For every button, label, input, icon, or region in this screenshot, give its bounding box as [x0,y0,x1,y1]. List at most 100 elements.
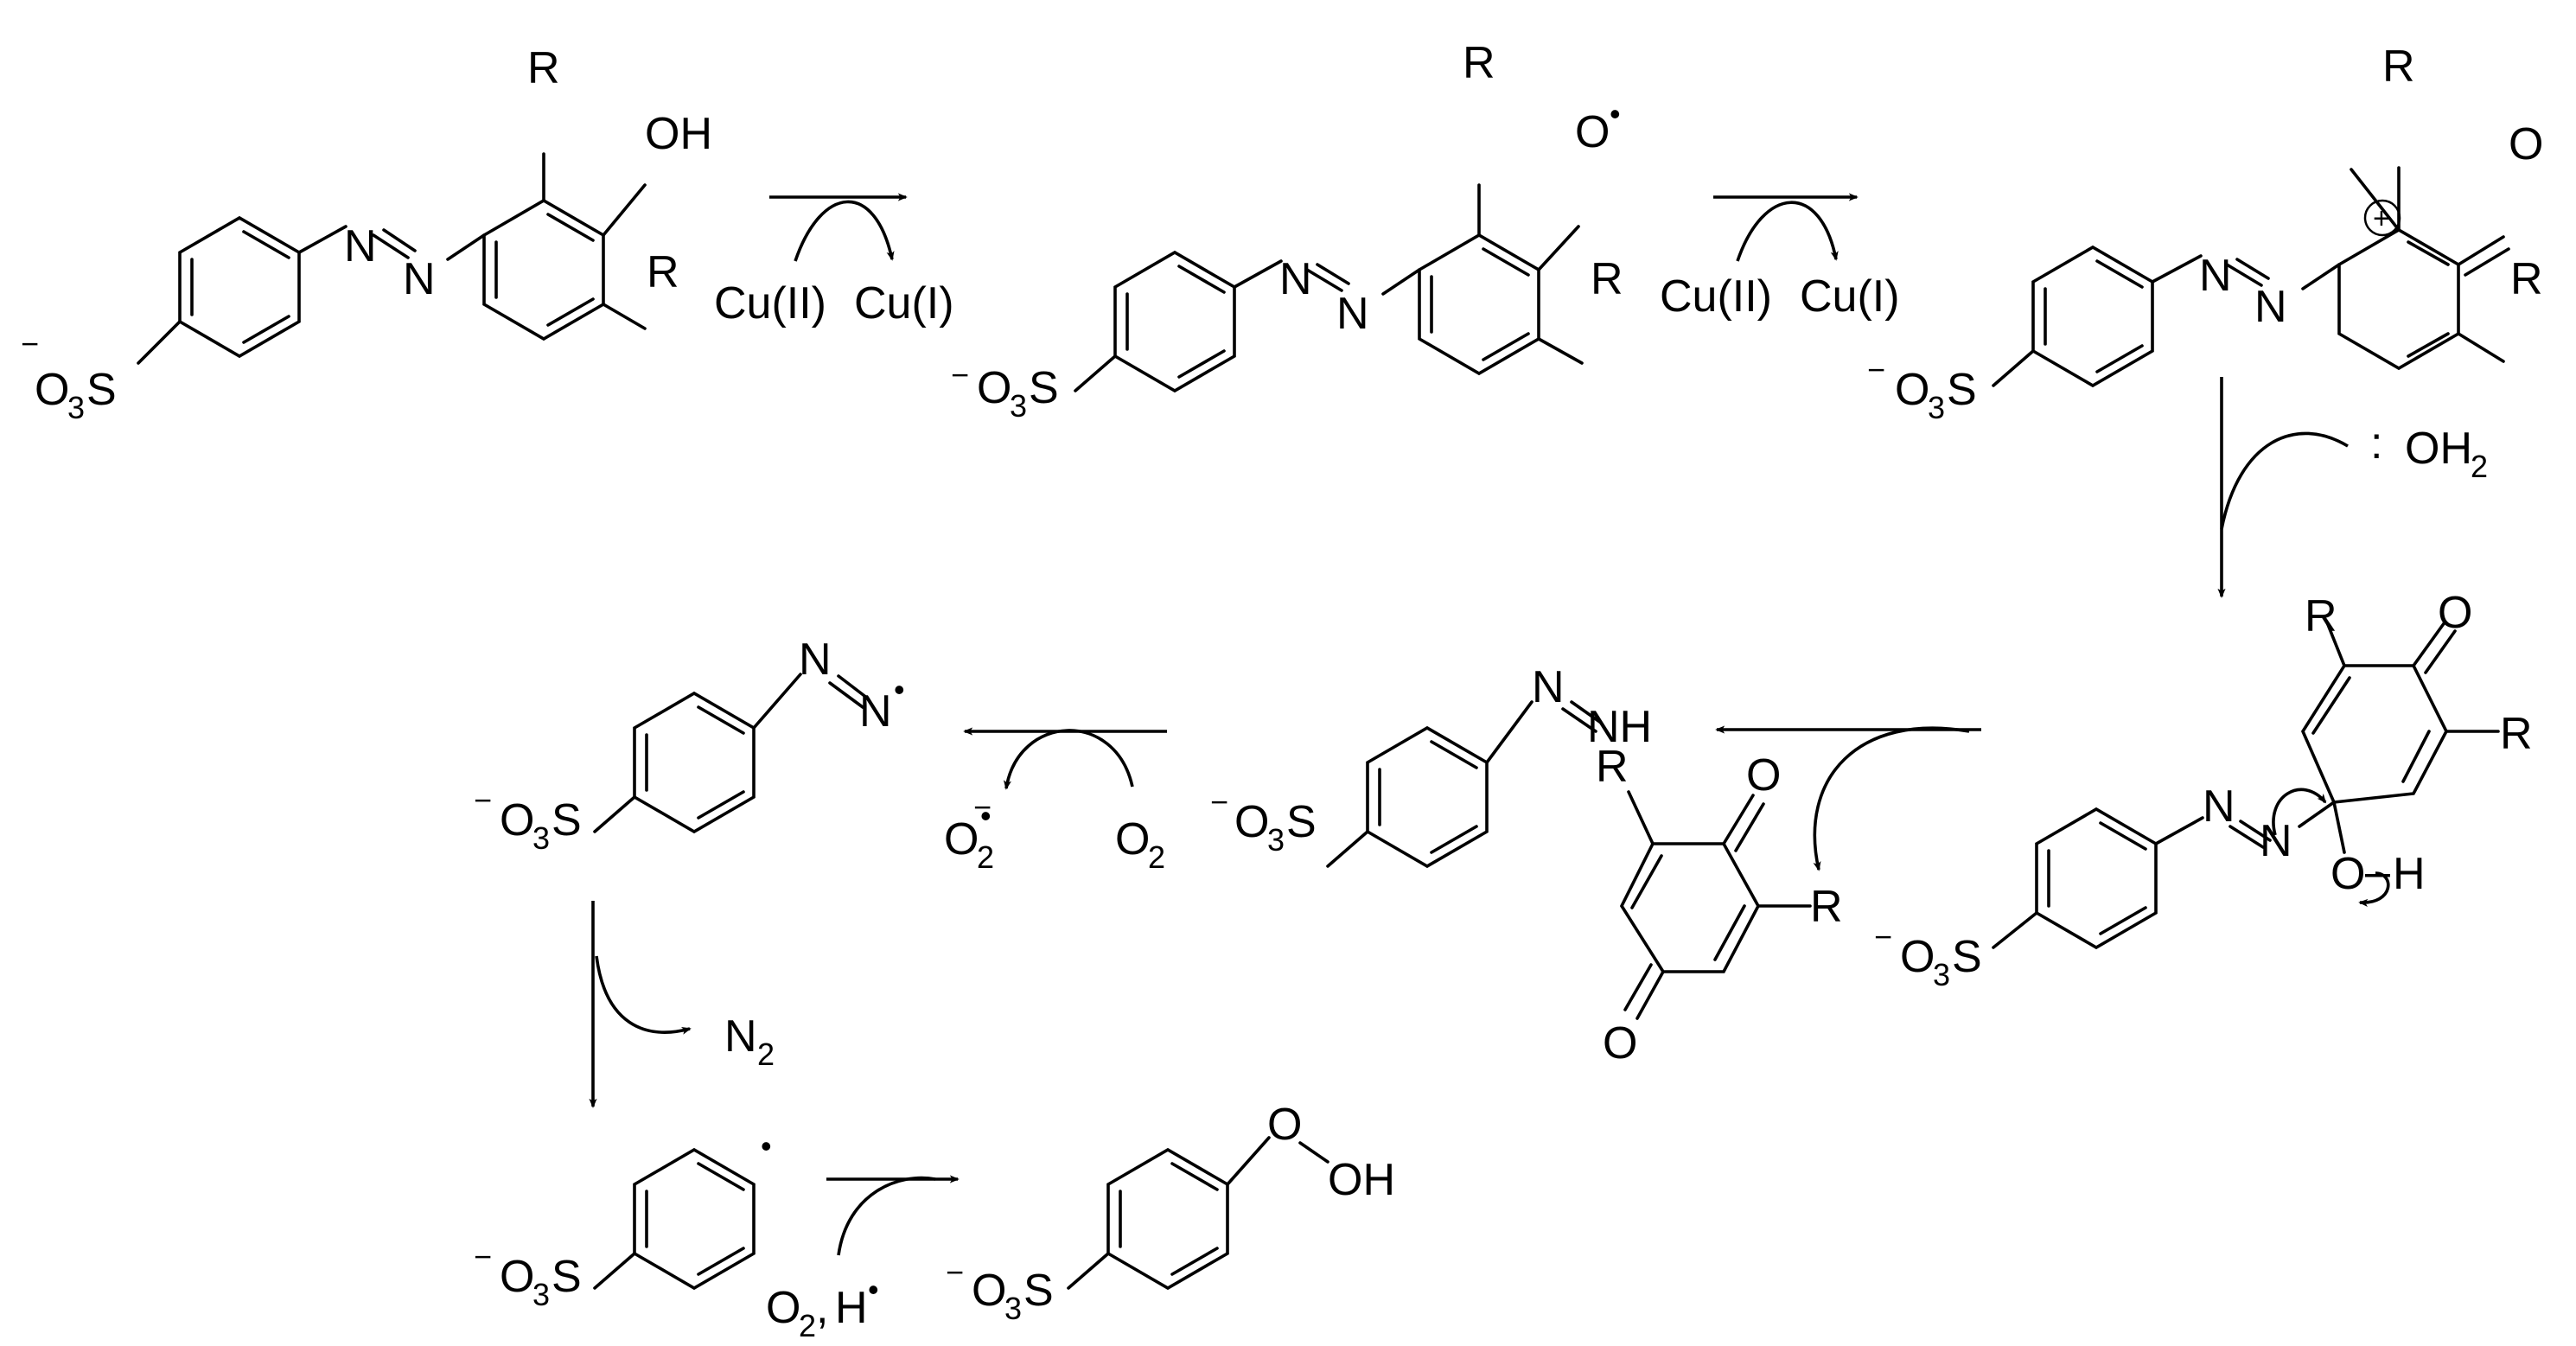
r-group: R [647,247,679,297]
radical-dot: • [894,672,905,707]
nitrogen-gas: N [724,1011,757,1062]
reaction-arrow-4 [1715,725,1981,871]
reagent-oxygen: O [1115,814,1150,864]
phenol-ring [482,198,605,341]
molecule-aryldiazene: N NH − O 3 S [1210,662,1652,869]
carbonyl-oxygen: O [1746,750,1781,801]
bond-dash: – [2365,847,2390,897]
molecule-cyclohexadienone-cation: + N N R O R − O 3 S [1867,41,2543,425]
sulfonate-o: O [1900,932,1935,982]
superoxide-radical-dot: • [980,798,992,833]
hydrogen-radical-dot: • [868,1272,879,1307]
r-group: R [1591,254,1623,304]
charge-minus: − [1867,352,1885,387]
sulfonate-s: S [552,1252,582,1302]
nitrogen-subscript: 2 [757,1037,775,1072]
charge-minus: − [474,1239,492,1274]
sulfonate-s: S [552,795,582,845]
sulfonate-s: S [1286,797,1317,847]
molecule-aryldiazenyl-radical: N N • − O 3 S [474,635,905,856]
azo-nitrogen: N [2260,816,2292,866]
reaction-arrow-3: : OH 2 [2217,377,2488,598]
sulfonate-o: O [977,363,1011,413]
sulfonate-o: O [972,1266,1006,1316]
reaction-arrow-1: Cu(II) Cu(I) [714,193,954,329]
sulfonate-o: O [1895,365,1929,415]
reaction-arrow-6: N 2 [589,901,775,1108]
molecule-aryl-radical: • − O 3 S [474,1128,772,1312]
azo-nitrogen: N [1279,254,1312,304]
sulfonate-s: S [1023,1266,1054,1316]
carbonyl-oxygen: O [1603,1018,1637,1069]
r-group: R [1463,38,1495,88]
azo-nitrogen: N [2254,282,2287,332]
reagent-cu2: Cu(II) [1660,271,1772,322]
sulfonate-subscript: 3 [1004,1291,1022,1326]
charge-minus: − [946,1254,964,1290]
superoxide-charge: − [973,789,992,825]
r-group: R [2510,254,2543,304]
molecule-azophenol: N N R OH R − O 3 S [21,43,712,425]
molecule-water-adduct: N N R O R O – H − O 3 S [1874,588,2533,992]
reaction-arrow-2: Cu(II) Cu(I) [1660,193,1900,322]
sulfonate-subscript: 3 [1010,388,1027,424]
sulfonate-s: S [1947,365,1977,415]
r-group: R [2382,41,2415,92]
hydroperoxy-oh: OH [1328,1155,1395,1205]
r-group: R [527,43,560,93]
sulfonate-s: S [86,365,117,415]
sulfonate-o: O [500,1252,534,1302]
azo-nitrogen: N [1336,289,1369,339]
lone-pair: : [2370,418,2382,469]
reagent-cu1: Cu(I) [1800,271,1900,322]
azo-nitrogen: N [2203,781,2235,832]
charge-minus: − [21,326,39,361]
sulfonate-o: O [500,795,534,845]
superoxide-subscript: 2 [977,839,994,875]
hydroxyl-oxygen: O [2331,849,2365,899]
sulfonate-subscript: 3 [532,1277,550,1312]
reagent-hydrogen: H [835,1283,868,1333]
radical-dot: • [761,1128,772,1164]
phenoxyl-oxygen: O [1575,107,1610,157]
cation-circle [2363,199,2401,237]
hydroxyl-hydrogen: H [2393,849,2426,899]
benzene-ring [178,215,301,359]
charge-minus: − [951,357,969,392]
azo-nitrogen: N [799,635,832,685]
reagent-cu2: Cu(II) [714,278,826,329]
r-group: R [2305,591,2337,641]
sulfonate-s: S [1029,363,1059,413]
sulfonate-subscript: 3 [532,820,550,856]
azo-nitrogen: N [2199,251,2232,301]
oxygen-subscript: 2 [1148,839,1165,875]
molecule-aryl-hydroperoxide: O OH − O 3 S [946,1100,1395,1326]
molecule-benzoquinone: R O R O [1596,742,1843,1069]
sulfonate-o: O [35,365,69,415]
diazene-nh: NH [1587,702,1652,752]
carbonyl-oxygen: O [2509,119,2543,169]
sulfonate-subscript: 3 [1933,957,1950,992]
r-group: R [1596,742,1629,792]
hydroxyl-label: OH [645,109,712,159]
reagent-oxygen: O [766,1283,800,1333]
charge-minus: − [474,782,492,818]
oxygen-subscript: 2 [799,1308,816,1343]
azo-nitrogen: N [1532,662,1565,712]
superoxide: O [944,814,979,864]
azo-nitrogen: N [403,254,436,304]
sulfonate-subscript: 3 [1267,822,1285,858]
sulfonate-o: O [1234,797,1269,847]
radical-dot: • [1610,96,1621,131]
sulfonate-subscript: 3 [67,390,85,425]
peroxide-oxygen: O [1267,1100,1302,1150]
r-group: R [1810,882,1843,932]
charge-minus: − [1874,919,1892,954]
water-subscript: 2 [2471,449,2488,484]
carbonyl-oxygen: O [2438,588,2472,638]
sulfonate-s: S [1952,932,1982,982]
azo-nitrogen: N [859,686,892,737]
reaction-arrow-7: O 2 , H • [766,1175,960,1343]
sulfonate-subscript: 3 [1928,390,1945,425]
charge-minus: − [1210,784,1228,820]
